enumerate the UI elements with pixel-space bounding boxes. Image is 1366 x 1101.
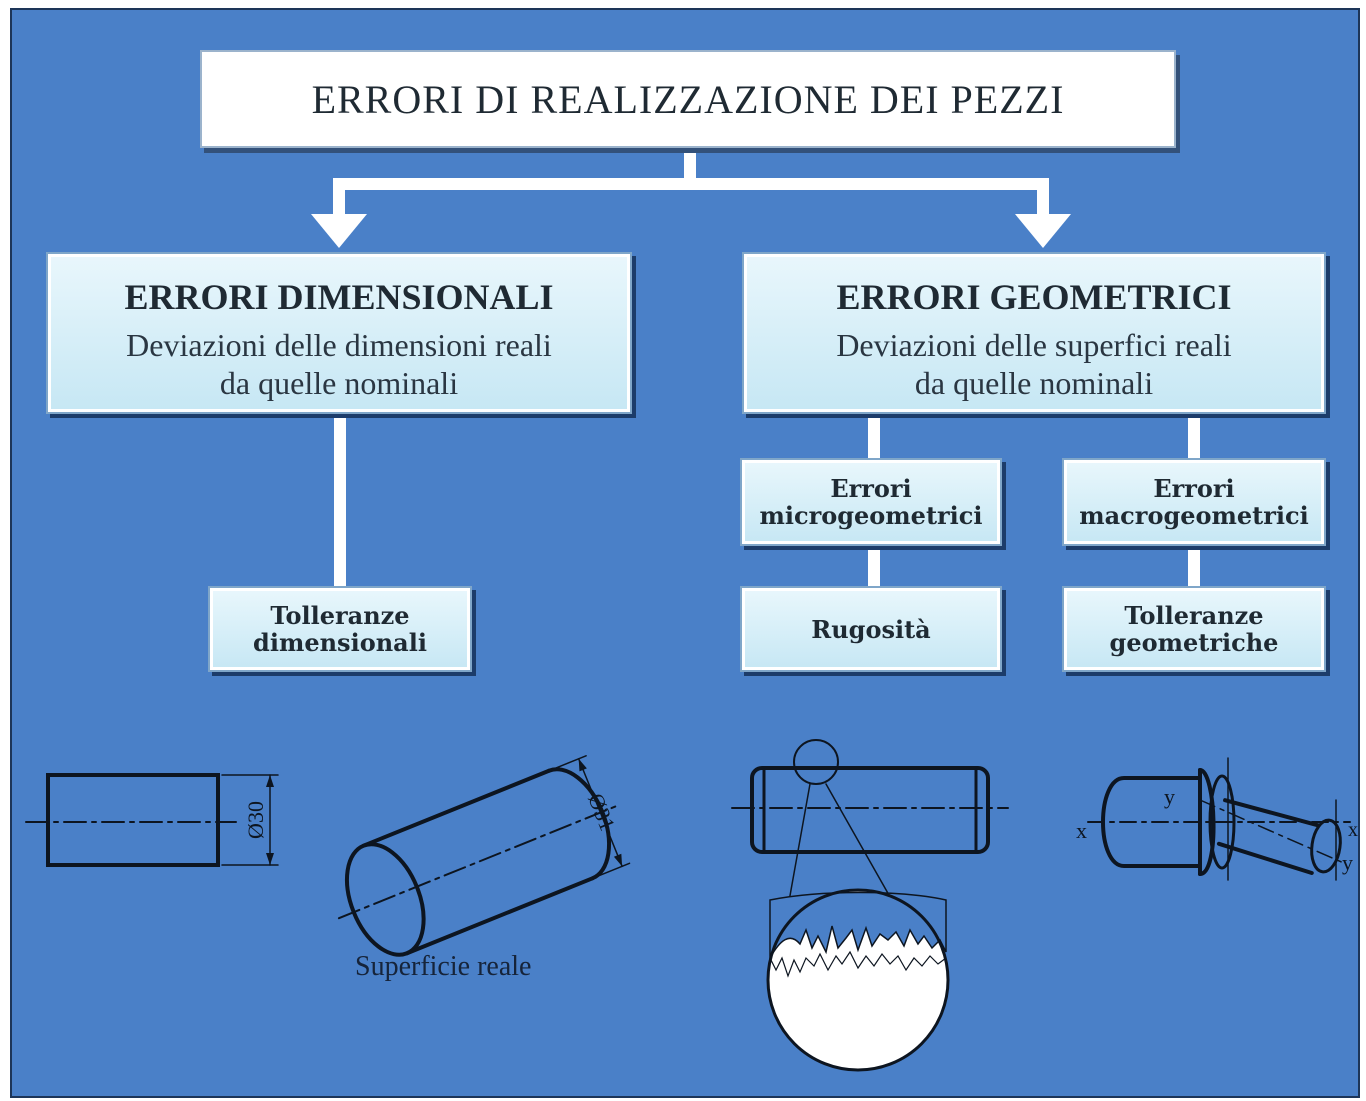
- geometric-tolerances-line1: Tolleranze: [1124, 601, 1264, 630]
- connector-dimensional-child: [334, 414, 346, 586]
- macro-errors-line1: Errori: [1153, 474, 1235, 503]
- axis-label-x-left: x: [1076, 818, 1087, 843]
- axis-label-x-right: x: [1348, 819, 1358, 841]
- dimensional-tolerances-line2: dimensionali: [253, 628, 427, 657]
- connector-macro: [1188, 414, 1200, 460]
- dimensional-errors-box: ERRORI DIMENSIONALI Deviazioni delle dim…: [46, 252, 632, 414]
- root-title: ERRORI DI REALIZZAZIONE DEI PEZZI: [311, 77, 1065, 122]
- connector-title-stem: [684, 148, 696, 184]
- connector-micro: [868, 414, 880, 460]
- rugosity-box: Rugosità: [740, 586, 1002, 672]
- root-title-box: ERRORI DI REALIZZAZIONE DEI PEZZI: [200, 50, 1176, 148]
- roughness-profile: [769, 891, 947, 961]
- roughness-drawing: [731, 739, 1009, 1072]
- connector-geo-tol: [1188, 546, 1200, 586]
- micro-errors-line1: Errori: [830, 474, 912, 503]
- geometric-desc-line2: da quelle nominali: [914, 365, 1154, 401]
- geometric-desc-line1: Deviazioni delle superfici reali: [836, 327, 1232, 363]
- real-cylinder-drawing: Ø31: [337, 755, 631, 957]
- rugosity-label: Rugosità: [811, 614, 931, 644]
- connector-rugosity: [868, 546, 880, 586]
- macro-errors-line2: macrogeometrici: [1079, 501, 1309, 530]
- axis-label-y-top: y: [1164, 784, 1175, 809]
- geometric-description: Deviazioni delle superfici reali da quel…: [744, 326, 1324, 402]
- real-surface-caption: Superficie reale: [355, 951, 531, 982]
- arrow-left-icon: [311, 214, 367, 248]
- axis-label-y-bottom: y: [1342, 850, 1353, 875]
- connector-left-drop: [333, 178, 345, 218]
- nominal-cylinder-drawing: Ø30: [25, 773, 279, 867]
- stepped-shaft-drawing: x y x y: [1076, 757, 1358, 881]
- connector-right-drop: [1037, 178, 1049, 218]
- connector-horizontal: [333, 178, 1049, 190]
- dimension-label-31: Ø31: [583, 790, 620, 834]
- geometric-errors-box: ERRORI GEOMETRICI Deviazioni delle super…: [742, 252, 1326, 414]
- dimensional-description: Deviazioni delle dimensioni reali da que…: [48, 326, 630, 402]
- dimensional-tolerances-line1: Tolleranze: [270, 601, 410, 630]
- geometric-title: ERRORI GEOMETRICI: [836, 277, 1232, 317]
- dimensional-desc-line1: Deviazioni delle dimensioni reali: [126, 327, 552, 363]
- dimensional-title: ERRORI DIMENSIONALI: [124, 277, 554, 317]
- dimension-label-30: Ø30: [243, 801, 268, 839]
- micro-errors-line2: microgeometrici: [759, 501, 983, 530]
- dimensional-desc-line2: da quelle nominali: [219, 365, 459, 401]
- geometric-tolerances-line2: geometriche: [1109, 628, 1279, 657]
- arrow-right-icon: [1015, 214, 1071, 248]
